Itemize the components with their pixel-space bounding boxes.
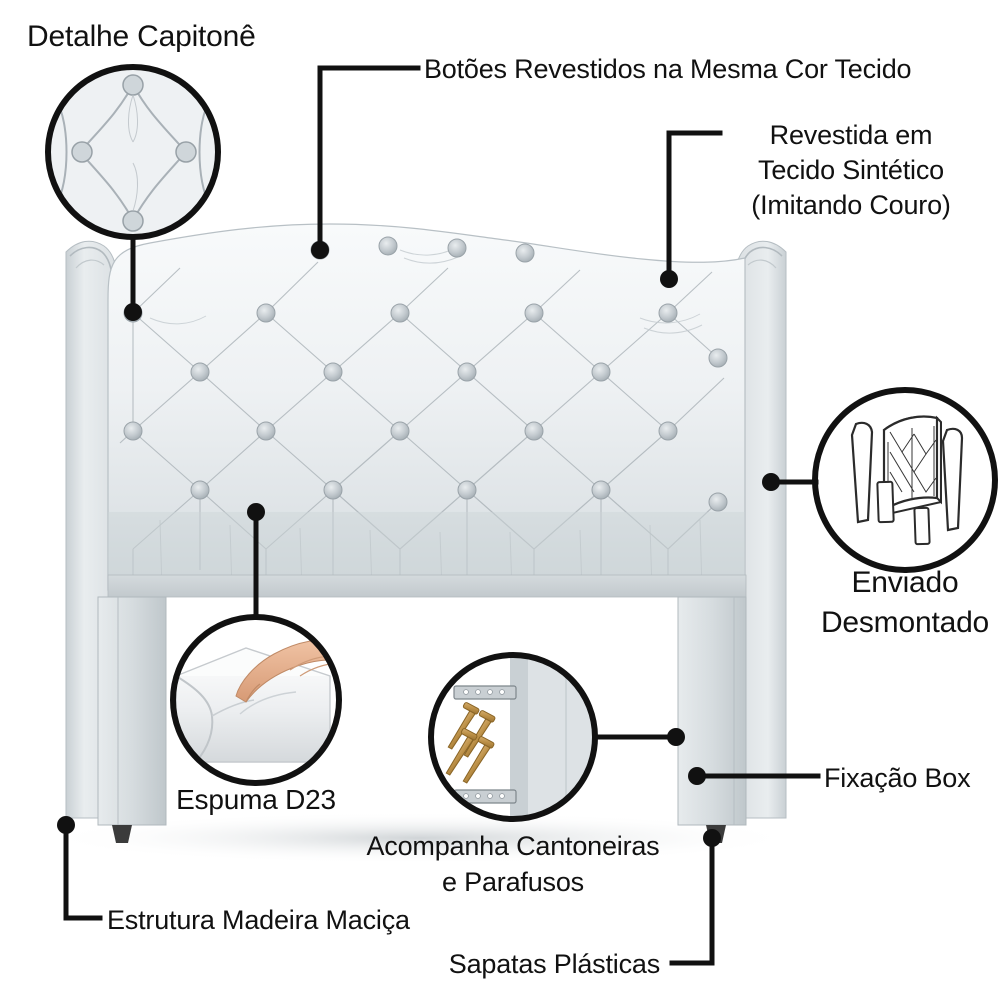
label-botoes-revestidos: Botões Revestidos na Mesma Cor Tecido — [424, 54, 912, 84]
label-revestida-tecido-sintetico: Revestida em Tecido Sintético (Imitando … — [751, 120, 951, 220]
screw — [445, 702, 496, 784]
floor-shadow — [40, 812, 800, 864]
label-acompanha-cantoneiras: Acompanha Cantoneiras e Parafusos — [366, 831, 660, 897]
label-sapatas-plasticas: Sapatas Plásticas — [448, 949, 660, 979]
label-enviado-desmontado: Enviado Desmontado — [820, 566, 990, 639]
label-espuma-d23: Espuma D23 — [176, 784, 336, 815]
label-detalhe-capitone: Detalhe Capitonê — [27, 20, 256, 53]
label-fixacao-box: Fixação Box — [824, 763, 971, 793]
label-estrutura-madeira-macica: Estrutura Madeira Maciça — [107, 905, 410, 935]
callout-espuma-d23 — [170, 614, 342, 786]
callout-cantoneiras-parafusos — [428, 652, 598, 822]
tufted-panel — [107, 223, 747, 598]
tufting-pattern — [108, 247, 745, 575]
right-leg — [677, 596, 747, 843]
plastic-foot-left — [112, 825, 132, 843]
panel-bottom-band — [107, 574, 747, 598]
callout-detalhe-capitone — [45, 64, 221, 240]
callout-enviado-desmontado — [812, 387, 998, 573]
left-leg — [97, 596, 167, 843]
